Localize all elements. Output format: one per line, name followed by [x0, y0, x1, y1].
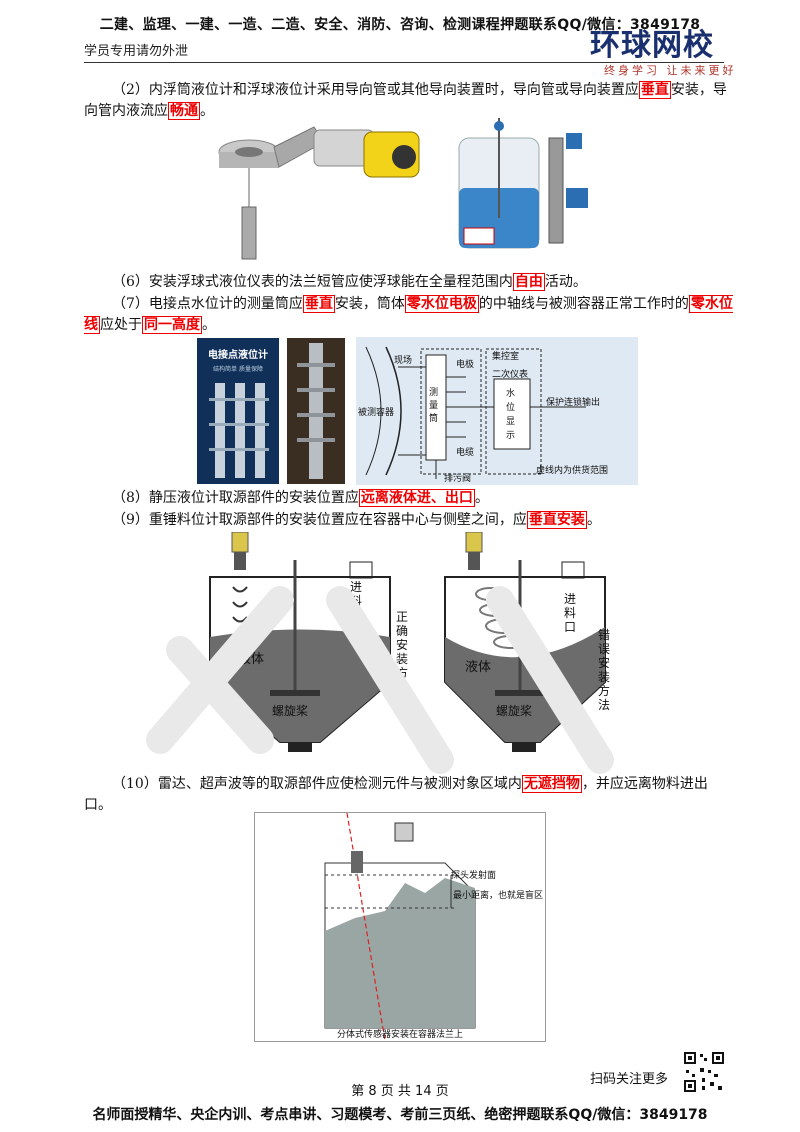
beam-label: 探头发射面 — [451, 871, 497, 881]
correct-method-label: 正确安装方法 — [396, 610, 409, 694]
p2-text-c: 。 — [200, 103, 214, 119]
p2-keyword-2: 畅通 — [168, 102, 200, 120]
label-secondary: 二次仪表 — [492, 370, 529, 380]
electrode-gauge-photo: 电接点液位计 结构简单 质量保障 — [197, 338, 279, 484]
p2-text-a: （2）内浮筒液位计和浮球液位计采用导向管或其他导向装置时，导向管或导向装置应 — [112, 82, 639, 98]
p7-keyword-4: 同一高度 — [142, 316, 202, 334]
p9-text-b: 。 — [586, 512, 601, 528]
p6-text-a: （6）安装浮球式液位仪表的法兰短管应使浮球能在全量程范围内 — [112, 274, 513, 290]
right-liquid-label: 液体 — [465, 660, 492, 675]
p7-text-b: 安装，筒体 — [334, 296, 405, 312]
float-gauge-photo — [214, 112, 434, 262]
paragraph-8: （8）静压液位计取源部件的安装位置应远离液体进、出口。 — [84, 488, 734, 509]
tank-install-diagrams: 进料口 液体 螺旋桨 正确安装方法 进料口 液体 螺旋桨 错误安装方法 — [200, 532, 620, 764]
p6-keyword-1: 自由 — [512, 273, 545, 291]
p2-text-b: 安装，导向管内液流应 — [84, 82, 727, 119]
qr-code[interactable] — [682, 1050, 726, 1094]
label-cable: 电缆 — [456, 448, 475, 458]
radar-install-diagram: 探头发射面 最小距离，也就是盲区 分体式传感器安装在容器法兰上 — [254, 812, 546, 1042]
electrode-photo-title: 电接点液位计 — [208, 350, 268, 361]
radar-caption: 分体式传感器安装在容器法兰上 — [336, 1030, 463, 1040]
label-control-room: 集控室 — [492, 352, 520, 362]
p8-text-b: 。 — [474, 490, 489, 506]
p8-keyword-1: 远离液体进、出口 — [358, 489, 475, 507]
p6-text-b: 活动。 — [544, 274, 587, 290]
right-inlet-label: 进料口 — [564, 592, 577, 634]
electrode-tube-photo — [287, 338, 345, 484]
label-electrode: 电极 — [456, 360, 475, 370]
paragraph-10: （10）雷达、超声波等的取源部件应使检测元件与被测对象区域内无遮挡物，并应远离物… — [84, 774, 734, 816]
left-liquid-label: 液体 — [238, 652, 265, 667]
logo-main-text: 环球网校 — [590, 28, 714, 63]
electrode-photo-subtitle: 结构简单 质量保障 — [213, 366, 263, 373]
label-site: 现场 — [394, 356, 413, 366]
scan-text: 扫码关注更多 — [590, 1072, 669, 1087]
paragraph-7: （7）电接点水位计的测量筒应垂直安装，筒体零水位电极的中轴线与被测容器正常工作时… — [84, 294, 734, 336]
label-vessel: 被测容器 — [358, 408, 395, 418]
label-protect: 保护连锁输出 — [546, 398, 601, 408]
p9-keyword-1: 垂直安装 — [526, 511, 587, 529]
p7-text-a: （7）电接点水位计的测量筒应 — [112, 296, 303, 312]
p7-text-d: 应处于 — [100, 317, 142, 333]
top-banner: 二建、监理、一建、一造、二造、安全、消防、咨询、检测课程押题联系QQ/微信：38… — [99, 17, 701, 33]
logo: 环球网校 终身学习 让未来更好 — [590, 30, 740, 80]
p10-text-b: ，并应远离物料进出口。 — [84, 776, 708, 813]
label-dashed-note: 虚线内为供货范围 — [536, 466, 609, 476]
p7-keyword-2: 零水位电极 — [404, 295, 479, 313]
p7-keyword-1: 垂直 — [302, 295, 335, 313]
label-drain: 排污阀 — [444, 474, 472, 484]
blind-zone-label: 最小距离，也就是盲区 — [453, 891, 544, 901]
confidential-note: 学员专用请勿外泄 — [84, 44, 189, 59]
p10-text-a: （10）雷达、超声波等的取源部件应使检测元件与被测对象区域内 — [112, 776, 522, 792]
paragraph-6: （6）安装浮球式液位仪表的法兰短管应使浮球能在全量程范围内自由活动。 — [84, 272, 734, 293]
left-stirrer-label: 螺旋桨 — [272, 704, 309, 718]
p7-text-c: 的中轴线与被测容器正常工作时的 — [478, 296, 689, 312]
label-display: 水位显示 — [506, 389, 516, 441]
p2-keyword-1: 垂直 — [638, 81, 671, 99]
p7-keyword-3: 零水位线 — [84, 295, 733, 334]
page-number: 第 8 页 共 14 页 — [351, 1084, 449, 1099]
paragraph-9: （9）重锤料位计取源部件的安装位置应在容器中心与侧壁之间，应垂直安装。 — [84, 510, 734, 531]
header-divider — [84, 62, 724, 63]
logo-sub-text: 终身学习 让未来更好 — [604, 64, 737, 77]
p8-text-a: （8）静压液位计取源部件的安装位置应 — [112, 490, 359, 506]
float-tank-photo — [454, 118, 604, 256]
p7-text-e: 。 — [202, 317, 216, 333]
left-inlet-label: 进料口 — [350, 580, 363, 622]
paragraph-2: （2）内浮筒液位计和浮球液位计采用导向管或其他导向装置时，导向管或导向装置应垂直… — [84, 80, 734, 122]
right-stirrer-label: 螺旋桨 — [496, 704, 533, 718]
p9-text-a: （9）重锤料位计取源部件的安装位置应在容器中心与侧壁之间，应 — [112, 512, 527, 528]
label-measure-tube: 测量筒 — [429, 388, 439, 424]
wrong-method-label: 错误安装方法 — [598, 628, 611, 712]
bottom-banner: 名师面授精华、央企内训、考点串讲、习题模考、考前三页纸、绝密押题联系QQ/微信：… — [92, 1107, 708, 1123]
electrode-schematic: 现场 电极 集控室 二次仪表 被测容器 测量筒 水位显示 保护连锁输出 电缆 排… — [356, 337, 638, 485]
p10-keyword-1: 无遮挡物 — [521, 775, 582, 793]
